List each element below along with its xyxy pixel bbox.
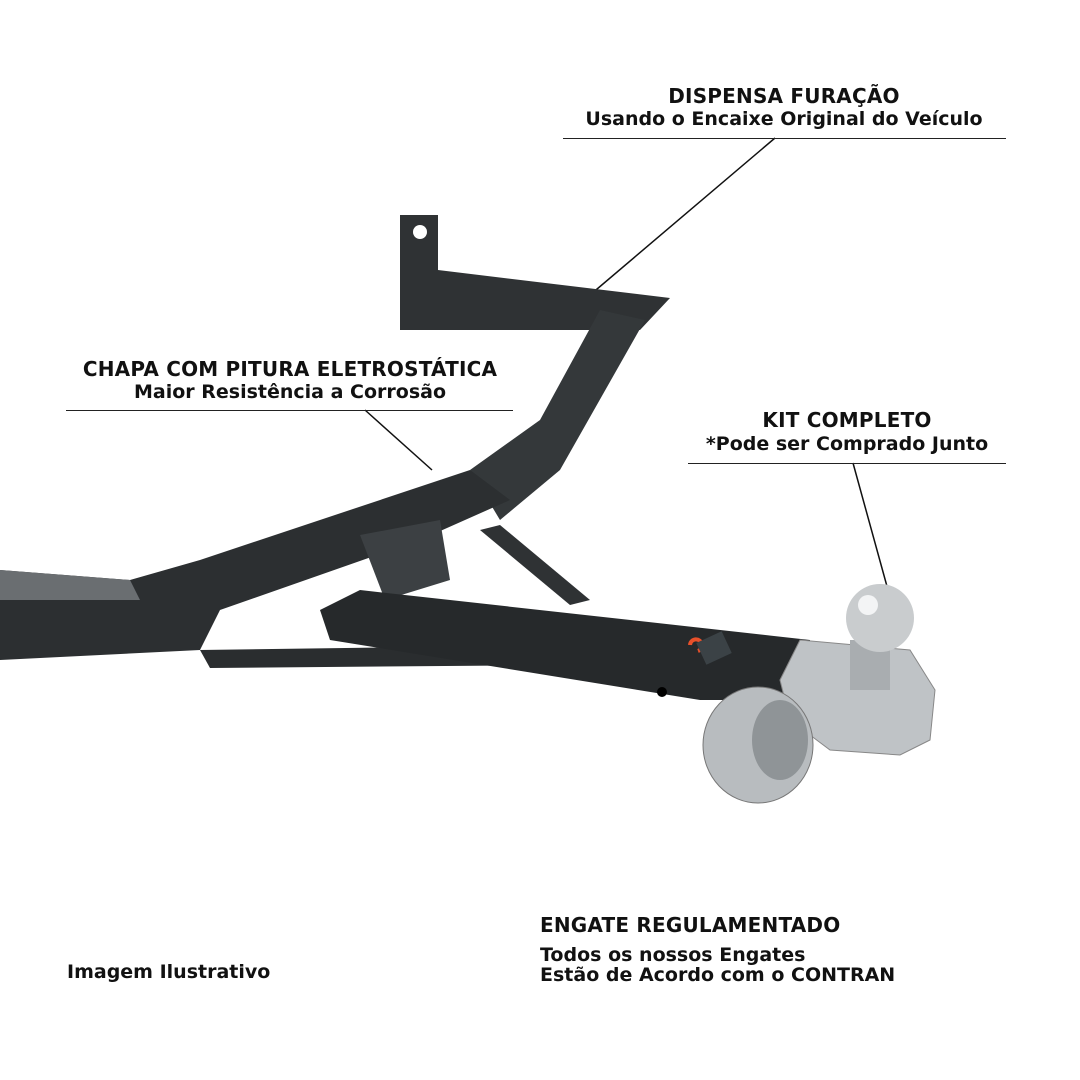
crossbar	[0, 470, 510, 660]
paint-title: CHAPA COM PITURA ELETROSTÁTICA	[82, 357, 498, 381]
leader-line-kit	[852, 462, 889, 591]
drawbar	[320, 590, 810, 700]
disclaimer: Imagem Ilustrativo	[67, 961, 271, 983]
kit-underline	[688, 463, 1006, 464]
leader-line-paint	[364, 409, 433, 471]
drilling-title: DISPENSA FURAÇÃO	[668, 84, 900, 108]
brand-logo	[688, 631, 732, 665]
mounting-bracket	[400, 215, 670, 330]
tow-ball	[846, 584, 914, 652]
regulation-line-1: Todos os nossos Engates	[540, 944, 806, 966]
kit-subtitle: *Pode ser Comprado Junto	[705, 433, 989, 455]
drilling-underline	[563, 138, 1006, 139]
regulation-title: ENGATE REGULAMENTADO	[540, 913, 841, 937]
kit-title: KIT COMPLETO	[762, 408, 932, 432]
weld-plate	[360, 520, 450, 600]
leader-line-drilling	[589, 137, 776, 296]
paint-underline	[66, 410, 513, 411]
diagonal-arm	[470, 310, 645, 520]
drilling-subtitle: Usando o Encaixe Original do Veículo	[585, 108, 983, 130]
paint-subtitle: Maior Resistência a Corrosão	[133, 381, 447, 403]
regulation-line-2: Estão de Acordo com o CONTRAN	[540, 964, 896, 986]
